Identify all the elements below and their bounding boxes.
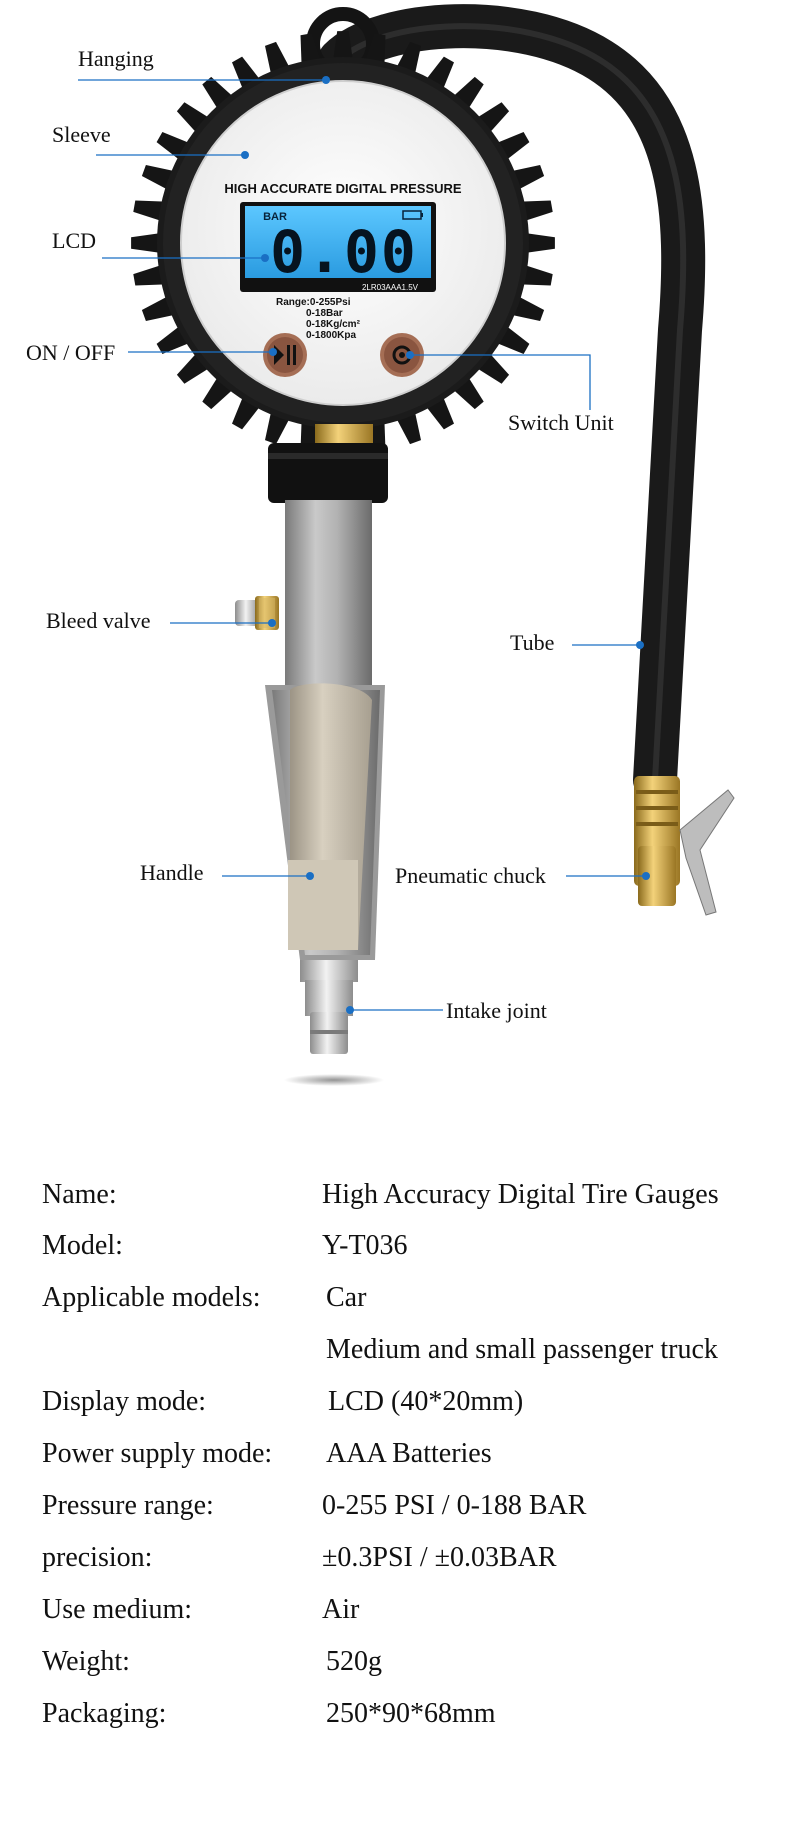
range-line: 0-18Bar bbox=[306, 308, 343, 319]
callout-sleeve: Sleeve bbox=[52, 122, 111, 147]
spec-key: Use medium: bbox=[42, 1594, 193, 1625]
leader-lines bbox=[78, 79, 646, 1011]
spec-value: 250*90*68mm bbox=[326, 1698, 496, 1729]
sleeve-tooth bbox=[364, 33, 386, 66]
lcd-unit: BAR bbox=[263, 211, 287, 223]
spec-key: Packaging: bbox=[42, 1698, 167, 1729]
sleeve-tooth bbox=[131, 233, 162, 253]
spec-value: Air bbox=[322, 1594, 360, 1625]
spec-row-weight: Weight: 520g bbox=[0, 1642, 790, 1682]
spec-row-applicable-models: Applicable models: Car bbox=[0, 1278, 790, 1318]
sleeve-tooth bbox=[520, 200, 553, 222]
sleeve-tooth bbox=[300, 33, 322, 66]
spec-value: AAA Batteries bbox=[326, 1438, 492, 1469]
tire-gauge-illustration: HIGH ACCURATE DIGITAL PRESSURE BAR 0.00 … bbox=[78, 4, 735, 1086]
leader-dots bbox=[241, 76, 650, 1014]
spec-key: Applicable models: bbox=[42, 1282, 261, 1313]
spec-value: 520g bbox=[326, 1646, 382, 1677]
callout-tube: Tube bbox=[510, 630, 555, 655]
product-diagram: HIGH ACCURATE DIGITAL PRESSURE BAR 0.00 … bbox=[26, 4, 735, 1086]
range-line: Range:0-255Psi bbox=[276, 297, 351, 308]
spec-row-use-medium: Use medium: Air bbox=[0, 1590, 790, 1630]
spec-value: 0-255 PSI / 0-188 BAR bbox=[322, 1490, 587, 1521]
intake-joint bbox=[300, 960, 358, 1054]
sleeve-tooth bbox=[524, 233, 555, 253]
spec-row-precision: precision: ±0.3PSI / ±0.03BAR bbox=[0, 1538, 790, 1578]
spec-row-model: Model: Y-T036 bbox=[0, 1226, 790, 1266]
spec-key: Name: bbox=[42, 1179, 117, 1210]
spec-key: Model: bbox=[42, 1230, 123, 1261]
range-line: 0-18Kg/cm² bbox=[306, 319, 361, 330]
spec-value: Medium and small passenger truck bbox=[326, 1334, 718, 1365]
gauge-face-title: HIGH ACCURATE DIGITAL PRESSURE bbox=[224, 181, 461, 196]
callout-intake-joint: Intake joint bbox=[446, 998, 547, 1023]
callout-hanging: Hanging bbox=[78, 46, 154, 71]
barrel bbox=[285, 500, 372, 690]
spec-row-name: Name: High Accuracy Digital Tire Gauges bbox=[0, 1175, 790, 1215]
spec-value: LCD (40*20mm) bbox=[328, 1386, 524, 1417]
pneumatic-chuck bbox=[634, 776, 735, 916]
spec-key: Weight: bbox=[42, 1646, 130, 1677]
callout-on-off: ON / OFF bbox=[26, 340, 116, 365]
lcd-reading: 0.00 bbox=[270, 218, 418, 286]
sleeve-tooth bbox=[133, 200, 166, 222]
callout-switch-unit: Switch Unit bbox=[508, 410, 614, 435]
spec-key: Pressure range: bbox=[42, 1490, 214, 1521]
callout-bleed-valve: Bleed valve bbox=[46, 608, 151, 633]
spec-value: High Accuracy Digital Tire Gauges bbox=[322, 1179, 719, 1210]
collar bbox=[268, 443, 388, 503]
range-text: Range:0-255Psi 0-18Bar 0-18Kg/cm² 0-1800… bbox=[276, 297, 361, 341]
spec-row-packaging: Packaging: 250*90*68mm bbox=[0, 1694, 790, 1734]
spec-value: Car bbox=[326, 1282, 367, 1313]
sleeve-tooth bbox=[333, 31, 353, 62]
spec-row-pressure-range: Pressure range: 0-255 PSI / 0-188 BAR bbox=[0, 1486, 790, 1526]
sleeve-tooth bbox=[520, 264, 553, 286]
callout-handle: Handle bbox=[140, 860, 204, 885]
spec-key: Power supply mode: bbox=[42, 1438, 273, 1469]
spec-key: Display mode: bbox=[42, 1386, 207, 1417]
spec-row-power-supply: Power supply mode: AAA Batteries bbox=[0, 1434, 790, 1474]
play-pause-icon bbox=[274, 345, 284, 365]
callout-lcd: LCD bbox=[52, 228, 96, 253]
spec-key: precision: bbox=[42, 1542, 153, 1573]
spec-row-display-mode: Display mode: LCD (40*20mm) bbox=[0, 1382, 790, 1422]
callout-pneumatic-chuck: Pneumatic chuck bbox=[395, 863, 546, 888]
spec-value: Y-T036 bbox=[322, 1230, 408, 1261]
spec-row-applicable-models-cont: Medium and small passenger truck bbox=[0, 1330, 790, 1370]
sleeve-tooth bbox=[133, 264, 166, 286]
battery-label: 2LR03AAA1.5V bbox=[362, 283, 419, 292]
spec-value: ±0.3PSI / ±0.03BAR bbox=[322, 1542, 557, 1573]
range-line: 0-1800Kpa bbox=[306, 330, 356, 341]
